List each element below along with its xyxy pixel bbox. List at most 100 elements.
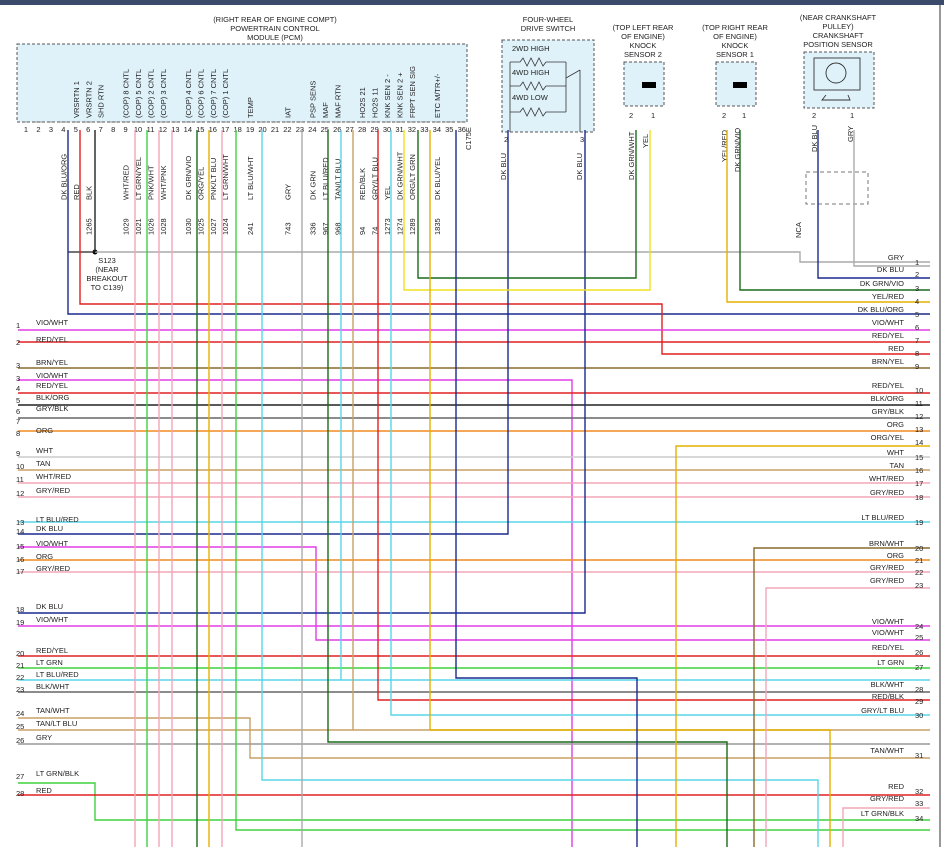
left-row-color: BRN/YEL (36, 358, 68, 367)
left-row-color: GRY/RED (36, 564, 71, 573)
right-row-color: RED (888, 782, 904, 791)
wire (79, 130, 930, 355)
4wd-title-1: FOUR-WHEEL (523, 15, 573, 24)
left-row-number: 21 (16, 661, 24, 670)
pcm-pin-number: 33 (420, 125, 428, 134)
pcm-circuit-number: 1835 (433, 218, 442, 235)
right-row-color: RED (888, 344, 904, 353)
knock1-wire-pin2: YEL/RED (720, 129, 729, 162)
wire (95, 251, 930, 263)
left-row-color: WHT/RED (36, 472, 72, 481)
pcm-pin-number: 32 (408, 125, 416, 134)
right-row-number: 23 (915, 581, 923, 590)
pcm-circuit-number: 1029 (122, 218, 131, 235)
knock2-wire-pin2: DK GRN/WHT (627, 131, 636, 180)
left-row-number: 25 (16, 722, 24, 731)
right-row-number: 19 (915, 518, 923, 527)
left-row-color: VIO/WHT (36, 318, 68, 327)
knock2-title-1: (TOP LEFT REAR (613, 23, 674, 32)
left-row-number: 11 (16, 475, 24, 484)
wire (853, 130, 930, 267)
wire (739, 130, 930, 291)
left-row-color: DK BLU (36, 524, 63, 533)
right-row-number: 5 (915, 310, 919, 319)
wire (235, 130, 930, 831)
splice-note-3: TO C139) (91, 283, 124, 292)
pcm-wire-color-label: DK BLU/YEL (433, 157, 442, 200)
4wd-resistor-network (509, 57, 581, 132)
pcm-pin-number: 26 (333, 125, 341, 134)
pcm-pin-label: KNK SEN 2 + (396, 72, 405, 118)
pcm-circuit-number: 1026 (147, 218, 156, 235)
wire (455, 130, 638, 847)
right-row-color: VIO/WHT (872, 617, 904, 626)
pcm-pin-number: 25 (321, 125, 329, 134)
pcm-circuit-number: 1025 (196, 218, 205, 235)
pcm-pin-number: 8 (111, 125, 115, 134)
pcm-pin-label: (COP) 5 CNTL (134, 69, 143, 118)
left-row-color: GRY/RED (36, 486, 71, 495)
pcm-circuit-number: 967 (321, 222, 330, 235)
ckp-wire-pin2: DK BLU (810, 125, 819, 152)
pcm-wire-color-label: DK GRN (308, 171, 317, 200)
wire (67, 130, 930, 315)
right-row-color: BRN/WHT (869, 539, 904, 548)
pcm-pin-label: HO2S 21 (358, 87, 367, 118)
left-row-color: RED (36, 786, 52, 795)
pcm-wire-color-label: GRY/LT BLU (371, 157, 380, 200)
pcm-pin-number: 35 (445, 125, 453, 134)
left-row-number: 23 (16, 685, 24, 694)
wire (817, 130, 930, 279)
right-row-color: YEL/RED (872, 292, 905, 301)
4wd-pin-2: 2 (504, 135, 508, 144)
pcm-pin-label: (COP) 1 CNTL (221, 69, 230, 118)
wire (261, 130, 819, 847)
left-row-number: 2 (16, 338, 20, 347)
left-row-number: 10 (16, 462, 24, 471)
4wd-position-4wd-low: 4WD LOW (512, 93, 549, 102)
pcm-pin-number: 15 (196, 125, 204, 134)
knock2-pin-2: 2 (629, 111, 633, 120)
knock1-title-3: KNOCK (722, 41, 749, 50)
wire-group (18, 130, 930, 847)
knock1-sensor-element (733, 82, 747, 88)
wire (417, 130, 637, 279)
pcm-pin-number: 17 (221, 125, 229, 134)
pcm-pin-label: (COP) 7 CNTL (209, 69, 218, 118)
pcm-wire-color-label: LT BLU/RED (321, 157, 330, 200)
right-row-number: 29 (915, 697, 923, 706)
wire (18, 130, 509, 535)
right-row-number: 15 (915, 453, 923, 462)
ckp-wire-pin1: GRY (846, 126, 855, 142)
left-row-color: LT GRN (36, 658, 63, 667)
pcm-circuit-number: 1265 (84, 218, 93, 235)
left-row-number: 4 (16, 384, 20, 393)
right-row-color: GRY (888, 253, 904, 262)
ckp-title-1: (NEAR CRANKSHAFT (800, 13, 877, 22)
pcm-pin-number: 12 (159, 125, 167, 134)
4wd-position-2wd-high: 2WD HIGH (512, 44, 550, 53)
right-row-number: 27 (915, 663, 923, 672)
wire (675, 445, 930, 847)
ckp-pin-1: 1 (850, 111, 854, 120)
wire (429, 130, 831, 847)
right-row-color: ORG (887, 420, 904, 429)
4wd-wire-pin3: DK BLU (575, 153, 584, 180)
pcm-wire-color-label: DK BLU/ORG (59, 154, 68, 200)
pcm-title-line-2: POWERTRAIN CONTROL (230, 24, 319, 33)
right-row-color: GRY/RED (870, 563, 905, 572)
wire (327, 130, 728, 847)
pcm-pin-number: 29 (370, 125, 378, 134)
pcm-pin-number: 6 (86, 125, 90, 134)
right-row-color: ORG/YEL (871, 433, 904, 442)
pcm-pin-number: 34 (433, 125, 441, 134)
right-row-color: WHT/RED (869, 474, 905, 483)
pcm-pin-label: FRPT SEN SIG (408, 66, 417, 118)
left-row-number: 28 (16, 789, 24, 798)
left-row-number: 19 (16, 618, 24, 627)
wire (18, 782, 930, 821)
left-row-number: 12 (16, 489, 24, 498)
knock1-title-1: (TOP RIGHT REAR (702, 23, 768, 32)
